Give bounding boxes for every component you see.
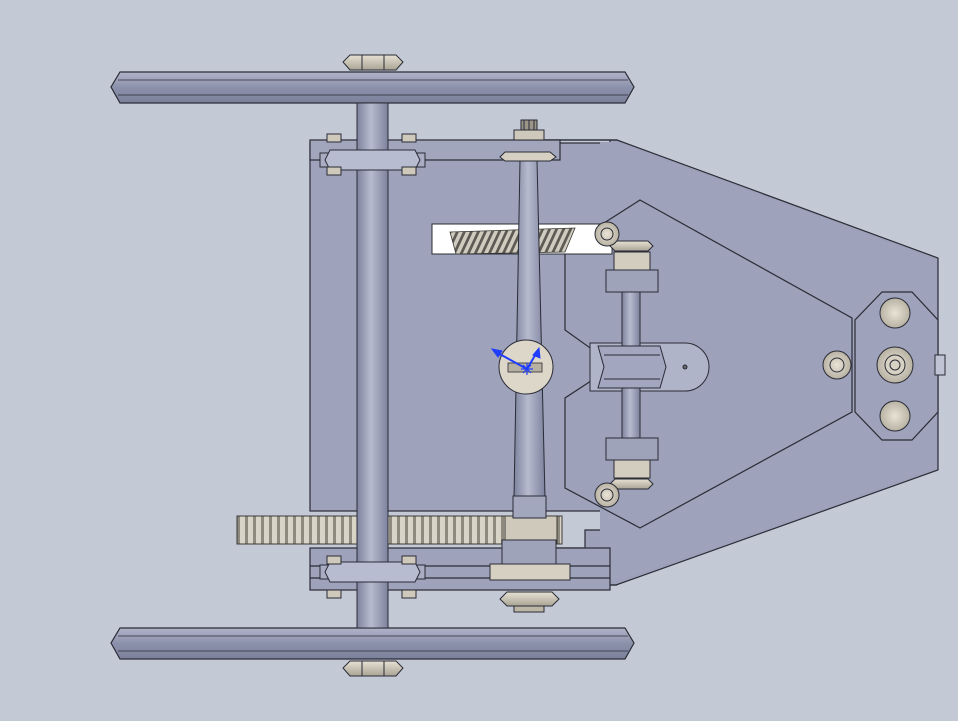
bevel-gear bbox=[449, 227, 576, 255]
wheel-axle-nut-top bbox=[342, 54, 404, 71]
drive-shaft-collar-bottom bbox=[501, 539, 557, 567]
drive-shaft-bottom-nut bbox=[499, 591, 560, 613]
coordinate-triad-icon[interactable] bbox=[490, 346, 541, 375]
drive-shaft-pulley bbox=[489, 563, 571, 581]
front-lobe-bolts bbox=[876, 297, 946, 432]
pivot-disc bbox=[498, 339, 554, 395]
wheel-axle-nut-bottom bbox=[342, 660, 404, 677]
plate-bolts bbox=[594, 221, 852, 508]
roller-assembly bbox=[589, 240, 710, 490]
wheel-top bbox=[110, 71, 635, 104]
main-axle bbox=[356, 102, 389, 629]
bolt-head bbox=[879, 400, 911, 432]
bolt-head bbox=[594, 482, 620, 508]
bolt-head bbox=[822, 350, 852, 380]
wheel-bottom bbox=[110, 627, 635, 660]
drive-shaft-top-hardware bbox=[499, 119, 557, 162]
bolt-head bbox=[879, 297, 911, 329]
bolt-head bbox=[594, 221, 620, 247]
axle-bearing-bottom bbox=[319, 555, 426, 599]
drive-shaft-hub bbox=[512, 495, 547, 519]
axle-bearing-top bbox=[319, 133, 426, 176]
